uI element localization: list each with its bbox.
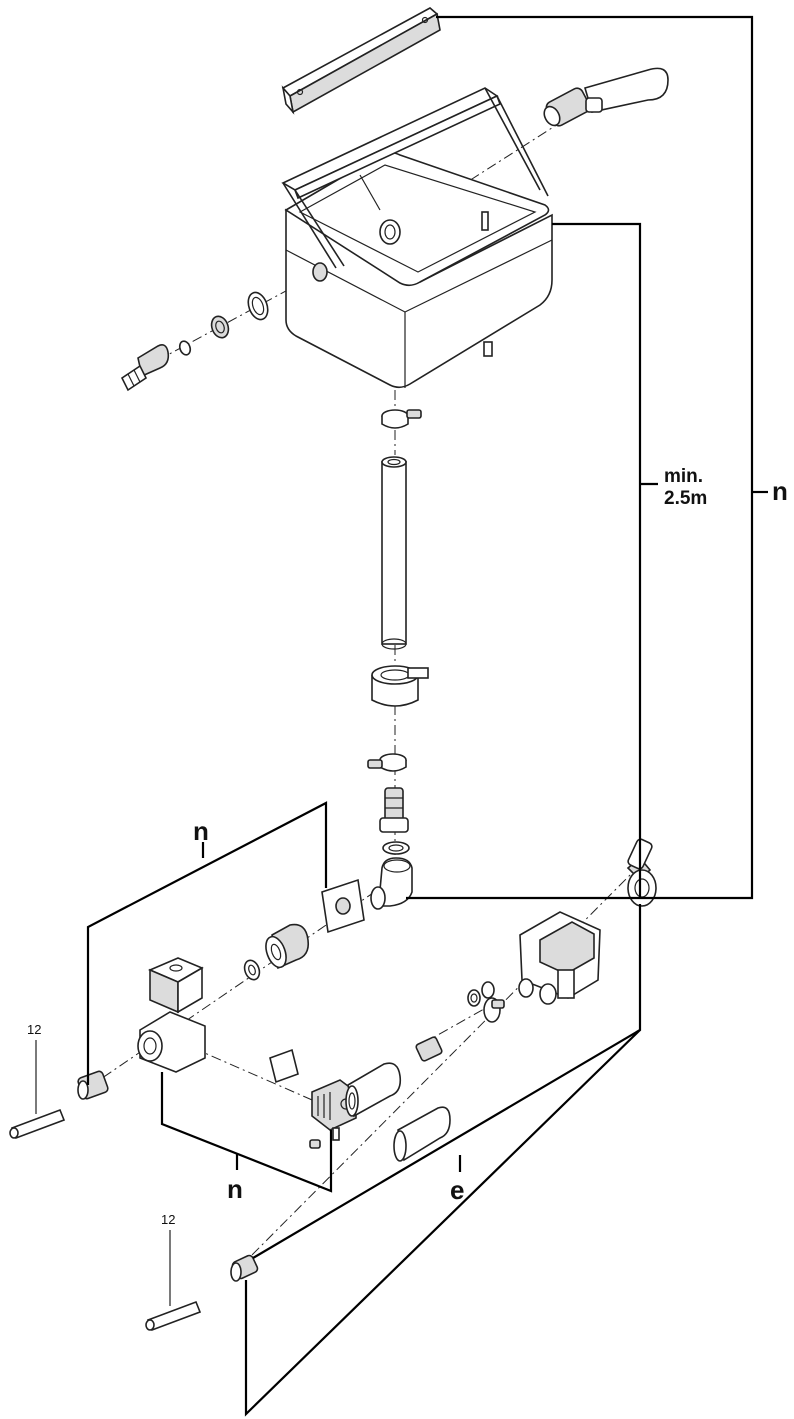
label-12-bottom: 12 xyxy=(161,1212,175,1227)
label-n-upper-left: n xyxy=(193,816,209,846)
bracket-min-length xyxy=(552,222,642,898)
pin-12-left xyxy=(9,1108,66,1140)
tank-inlet-fittings xyxy=(120,291,269,392)
water-tank xyxy=(284,151,553,389)
label-n-right: n xyxy=(772,476,788,506)
drain-pipe-assembly xyxy=(367,409,429,910)
bracket-n-upper-left xyxy=(86,801,328,1085)
reference-brackets xyxy=(35,15,768,1417)
label-n-lower-left: n xyxy=(227,1174,243,1204)
label-min: min. xyxy=(664,466,703,487)
label-min-length: 2.5m xyxy=(664,488,707,509)
float-valve xyxy=(543,67,669,127)
bracket-n-right xyxy=(406,15,754,900)
mounting-rail xyxy=(281,7,441,115)
lower-valve-assembly xyxy=(230,838,657,1282)
label-12-left: 12 xyxy=(27,1022,41,1037)
bracket-n-lower-left xyxy=(160,1072,333,1193)
label-e-bottom: e xyxy=(450,1175,464,1205)
pin-12-bottom xyxy=(145,1300,202,1332)
tank-lid-frame xyxy=(281,87,549,269)
solenoid-valve-assembly xyxy=(77,878,365,1141)
